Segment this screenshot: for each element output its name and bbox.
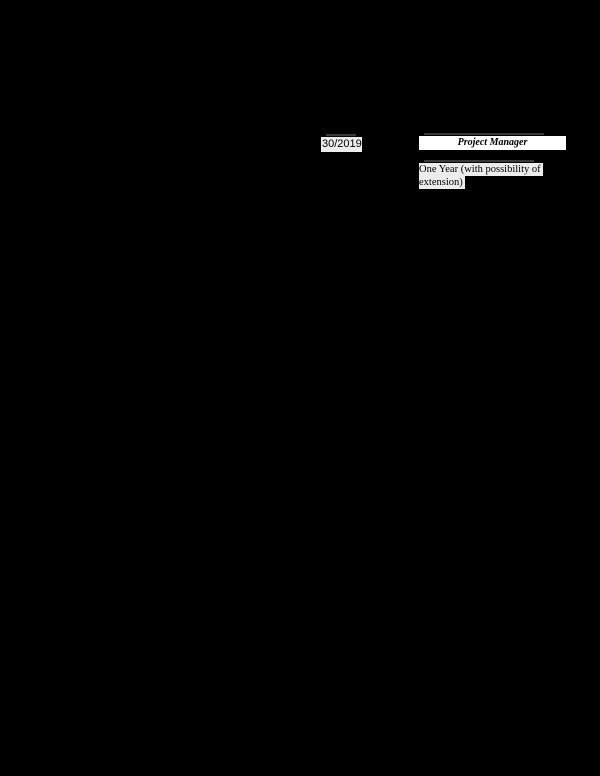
duration-line-2: extension) xyxy=(419,176,465,189)
position-title-field[interactable]: Project Manager xyxy=(419,136,566,150)
duration-line-1: One Year (with possibility of xyxy=(419,163,543,176)
duration-field[interactable]: One Year (with possibility of extension) xyxy=(419,163,543,189)
cutoff-text-remnant xyxy=(424,160,534,162)
cutoff-text-remnant xyxy=(326,134,356,136)
date-field[interactable]: 30/2019 xyxy=(321,137,362,152)
cutoff-text-remnant xyxy=(424,133,544,135)
